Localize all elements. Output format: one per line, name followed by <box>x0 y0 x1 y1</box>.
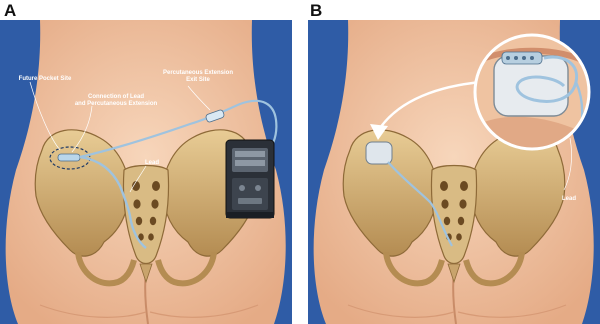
panel-b: B <box>308 0 600 324</box>
label-percutaneous-exit-site: Percutaneous Extension Exit Site <box>150 70 246 84</box>
external-stimulator <box>226 140 274 218</box>
lead-connector <box>58 154 80 161</box>
panel-letter-b: B <box>310 1 322 21</box>
panel-a: A <box>0 0 292 324</box>
panel-letter-a: A <box>4 1 16 21</box>
label-lead-b: Lead <box>562 196 588 203</box>
illustration-implanted-device <box>308 20 600 324</box>
label-lead-a: Lead <box>140 160 164 167</box>
illustration-trial-stimulation <box>0 20 292 324</box>
label-connection-lead-extension: Connection of Lead and Percutaneous Exte… <box>70 94 162 108</box>
implanted-neurostimulator <box>366 142 392 164</box>
label-future-pocket-site: Future Pocket Site <box>12 76 78 83</box>
